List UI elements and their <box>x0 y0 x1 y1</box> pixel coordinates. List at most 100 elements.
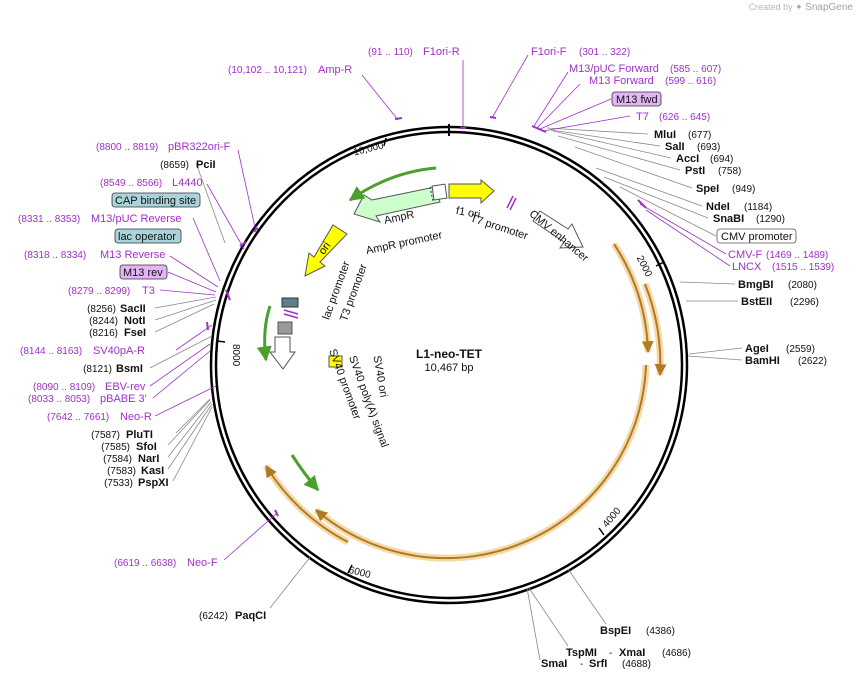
primer-name[interactable]: F1ori-R <box>423 46 460 58</box>
site-pos: (1184) <box>744 202 772 213</box>
site-name[interactable]: XmaI <box>619 647 645 659</box>
primer-name[interactable]: M13 Forward <box>589 75 654 87</box>
site-name[interactable]: SpeI <box>696 183 719 195</box>
tick-marks <box>216 137 665 574</box>
site-pos: (2559) <box>786 344 815 355</box>
primer-name[interactable]: EBV-rev <box>105 381 146 393</box>
site-sep: - <box>609 648 612 659</box>
site-pos: (758) <box>718 166 741 177</box>
site-pos: (8256) <box>87 304 116 315</box>
lac-promoter-feature[interactable] <box>277 321 293 335</box>
tick-label-2000: 2000 <box>634 254 654 279</box>
site-name[interactable]: MluI <box>654 129 676 141</box>
site-name[interactable]: PluTI <box>126 429 153 441</box>
label-ampr-promoter: AmpR promoter <box>365 229 444 257</box>
ampr-feature[interactable] <box>353 186 441 223</box>
lac-operator-box[interactable]: lac operator <box>118 231 176 243</box>
primer-pos: (301 .. 322) <box>579 47 630 58</box>
site-name[interactable]: SacII <box>120 303 146 315</box>
ampr-promoter-feature[interactable] <box>431 183 448 201</box>
site-name[interactable]: BsmI <box>116 363 143 375</box>
primer-pos: (7642 .. 7661) <box>47 412 109 423</box>
site-name[interactable]: AccI <box>676 153 699 165</box>
site-name[interactable]: FseI <box>124 327 146 339</box>
ori-feature[interactable] <box>304 224 348 277</box>
site-name[interactable]: SnaBI <box>713 213 744 225</box>
primer-pos: (8033 .. 8053) <box>28 394 90 405</box>
f1-ori-feature[interactable] <box>448 178 495 205</box>
primer-name[interactable]: Amp-R <box>318 64 352 76</box>
site-name[interactable]: PstI <box>685 165 705 177</box>
site-name[interactable]: SalI <box>665 141 685 153</box>
site-pos: (8659) <box>160 160 189 171</box>
primer-name[interactable]: T7 <box>636 111 649 123</box>
snapgene-logo-icon: ✦ <box>795 2 803 12</box>
site-name[interactable]: BmgBI <box>738 279 773 291</box>
site-name[interactable]: PciI <box>196 159 216 171</box>
site-name[interactable]: KasI <box>141 465 164 477</box>
cmv-enhancer-feature[interactable] <box>532 210 584 249</box>
cmv-promoter-box[interactable]: CMV promoter <box>721 231 793 243</box>
primer-name[interactable]: M13/pUC Forward <box>569 63 659 75</box>
site-pos: (949) <box>732 184 755 195</box>
site-name[interactable]: PspXI <box>138 477 169 489</box>
site-pos: (1290) <box>756 214 785 225</box>
plasmid-name: L1-neo-TET <box>416 347 483 361</box>
primer-name[interactable]: SV40pA-R <box>93 345 145 357</box>
site-name[interactable]: BstEII <box>741 296 772 308</box>
m13-rev-box[interactable]: M13 rev <box>123 267 163 279</box>
site-name[interactable]: NarI <box>138 453 159 465</box>
primer-name[interactable]: pBR322ori-F <box>168 141 231 153</box>
primer-pos: (585 .. 607) <box>670 64 721 75</box>
site-pos: (7583) <box>107 466 136 477</box>
sv40-polya-feature[interactable] <box>268 336 296 370</box>
primer-name[interactable]: Neo-F <box>187 557 218 569</box>
plasmid-length: 10,467 bp <box>425 362 474 374</box>
site-pos: (8244) <box>89 316 118 327</box>
site-pos: (7585) <box>101 442 130 453</box>
primer-pos: (6619 .. 6638) <box>114 558 176 569</box>
site-name[interactable]: NdeI <box>706 201 730 213</box>
primer-name[interactable]: M13 Reverse <box>100 249 165 261</box>
primer-name[interactable]: M13/pUC Reverse <box>91 213 181 225</box>
orf-arc-4 <box>265 464 349 543</box>
site-pos: (677) <box>688 130 711 141</box>
site-pos: (8216) <box>89 328 118 339</box>
primer-pos: (599 .. 616) <box>665 76 716 87</box>
primer-name[interactable]: L4440 <box>172 177 203 189</box>
site-name[interactable]: AgeI <box>745 343 769 355</box>
site-name[interactable]: BspEI <box>600 625 631 637</box>
primer-pos: (10,102 .. 10,121) <box>228 65 307 76</box>
ampr-orf-arrow <box>348 166 437 202</box>
left-sites: (8659) PciI (8256) SacII (8244) NotI (82… <box>83 159 215 489</box>
site-name[interactable]: SmaI <box>541 658 567 670</box>
site-pos: (2080) <box>788 280 817 291</box>
primer-name[interactable]: T3 <box>142 285 155 297</box>
primer-name[interactable]: F1ori-F <box>531 46 567 58</box>
label-t7-promoter: T7 promoter <box>469 212 530 242</box>
primer-name[interactable]: LNCX <box>732 261 762 273</box>
primer-pos: (8279 .. 8299) <box>68 286 130 297</box>
site-name[interactable]: SrfI <box>589 658 607 670</box>
site-name[interactable]: NotI <box>124 315 145 327</box>
primer-name[interactable]: CMV-F <box>728 249 763 261</box>
m13-fwd-box[interactable]: M13 fwd <box>616 94 658 106</box>
credit-prefix: Created by <box>748 2 793 12</box>
site-name[interactable]: TspMI <box>566 647 597 659</box>
label-cmv-enhancer: CMV enhancer <box>527 208 591 265</box>
sv40-ori-feature[interactable] <box>328 355 343 368</box>
primer-name[interactable]: Neo-R <box>120 411 152 423</box>
site-pos: (693) <box>697 142 720 153</box>
primer-pos: (626 .. 645) <box>659 112 710 123</box>
primer-name[interactable]: pBABE 3' <box>100 393 147 405</box>
cap-binding-site-box[interactable]: CAP binding site <box>115 195 196 207</box>
sv40-orf-arrow <box>256 305 272 362</box>
label-f1-ori: f1 ori <box>455 205 481 221</box>
site-name[interactable]: PaqCI <box>235 610 266 622</box>
credit-brand: SnapGene <box>805 2 853 13</box>
site-name[interactable]: BamHI <box>745 355 780 367</box>
site-name[interactable]: SfoI <box>136 441 157 453</box>
primer-pos: (1469 .. 1489) <box>766 250 828 261</box>
tick-label-6000: 6000 <box>347 565 372 581</box>
lac-operator-feature[interactable] <box>281 297 299 308</box>
